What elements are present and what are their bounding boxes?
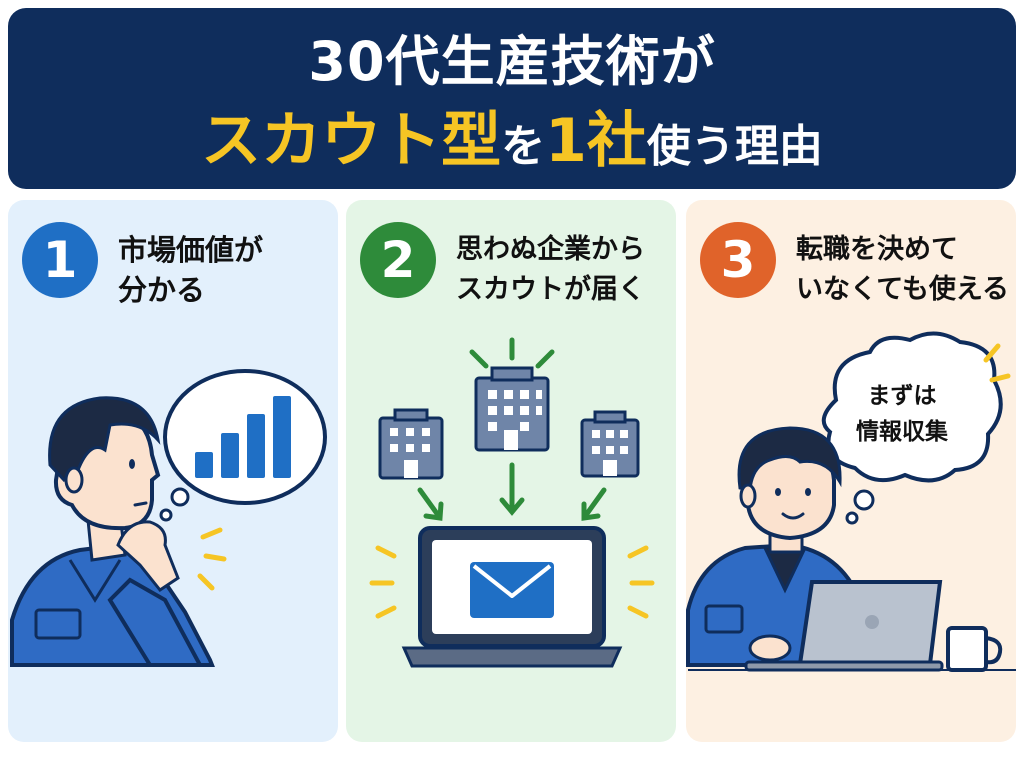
header-title-line1: 30代生産技術が [308,30,716,93]
header-particle-wo: を [501,121,546,172]
panel-3-title-line1: 転職を決めて [796,234,958,265]
signal-lines-top [469,337,555,369]
building-icon [378,366,640,480]
arrows-to-laptop [417,462,607,521]
panel-2-title-line1: 思わぬ企業から [456,234,645,265]
bubble-line1: まずは [867,383,937,409]
header-title-line2: スカウト型を1社使う理由 [8,106,1016,191]
panel-2-title: 思わぬ企業から スカウトが届く [456,230,671,310]
panel-3-number: 3 [700,222,776,298]
header-tail: 使う理由 [646,121,823,172]
thought-bubble-chart [159,369,327,522]
header-highlight-scout: スカウト型 [201,106,502,176]
idea-spark-lines-1 [197,527,227,591]
bubble-line2: 情報収集 [856,419,948,445]
panel-1-title: 市場価値が 分かる [118,230,333,310]
panel-2-title-line2: スカウトが届く [456,274,645,305]
bar-chart-icon [195,396,291,478]
panel-3-title-line2: いなくても使える [796,274,1010,305]
laptop-icon-panel3 [744,580,944,672]
header-banner: 30代生産技術が スカウト型を1社使う理由 [8,8,1016,189]
mug-icon [946,626,1003,672]
building-windows [390,390,628,478]
panel-1-title-line1: 市場価値が [118,233,264,267]
panel-1-number: 1 [22,222,98,298]
panel-3-title: 転職を決めて いなくても使える [796,230,1011,310]
thinking-man [10,396,215,667]
idea-spark-lines-3 [983,343,1011,383]
thought-bubble-cloud [821,331,1003,525]
panel-1-title-line2: 分かる [118,273,206,307]
envelope-icon [470,562,554,618]
bubble-text: まずは 情報収集 [838,378,966,450]
spark-lines-laptop [369,545,655,619]
header-highlight-one-company: 1社 [545,106,647,176]
panel-2-number: 2 [360,222,436,298]
